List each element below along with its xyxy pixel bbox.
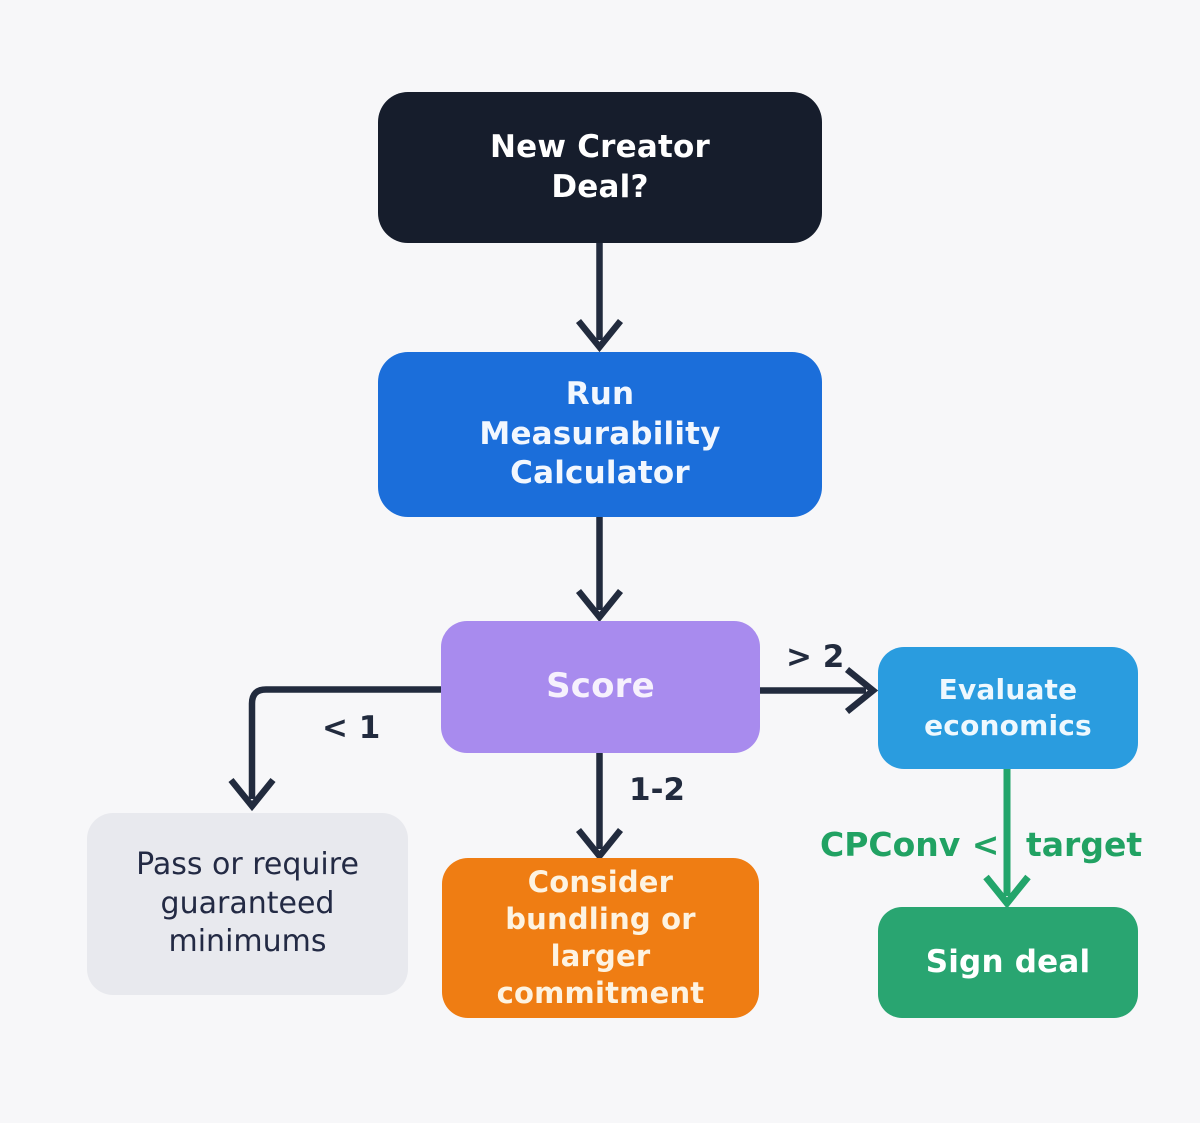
edge-label-target: target	[1026, 825, 1143, 864]
node-evaluate-economics: Evaluate economics	[878, 647, 1138, 769]
node-consider-bundling: Consider bundling or larger commitment	[442, 858, 759, 1018]
node-score: Score	[441, 621, 760, 753]
arrow-score-to-evaluate	[760, 666, 879, 715]
node-sign-deal: Sign deal	[878, 907, 1138, 1018]
edge-label-cpconv: CPConv <	[820, 825, 1000, 864]
edge-label-score-lt-1: < 1	[322, 710, 381, 746]
edge-label-score-gt-2: > 2	[786, 639, 845, 675]
arrow-evaluate-to-sign	[983, 769, 1031, 909]
arrow-start-to-calculator	[575, 243, 624, 353]
arrow-calculator-to-score	[575, 517, 624, 623]
node-new-creator-deal: New Creator Deal?	[378, 92, 822, 243]
arrow-score-to-pass	[228, 686, 441, 812]
node-run-measurability-calculator: Run Measurability Calculator	[378, 352, 822, 517]
node-pass-or-require-minimums: Pass or require guaranteed minimums	[87, 813, 408, 995]
arrow-score-to-bundle	[575, 753, 624, 862]
edge-label-score-1-2: 1-2	[629, 772, 686, 808]
